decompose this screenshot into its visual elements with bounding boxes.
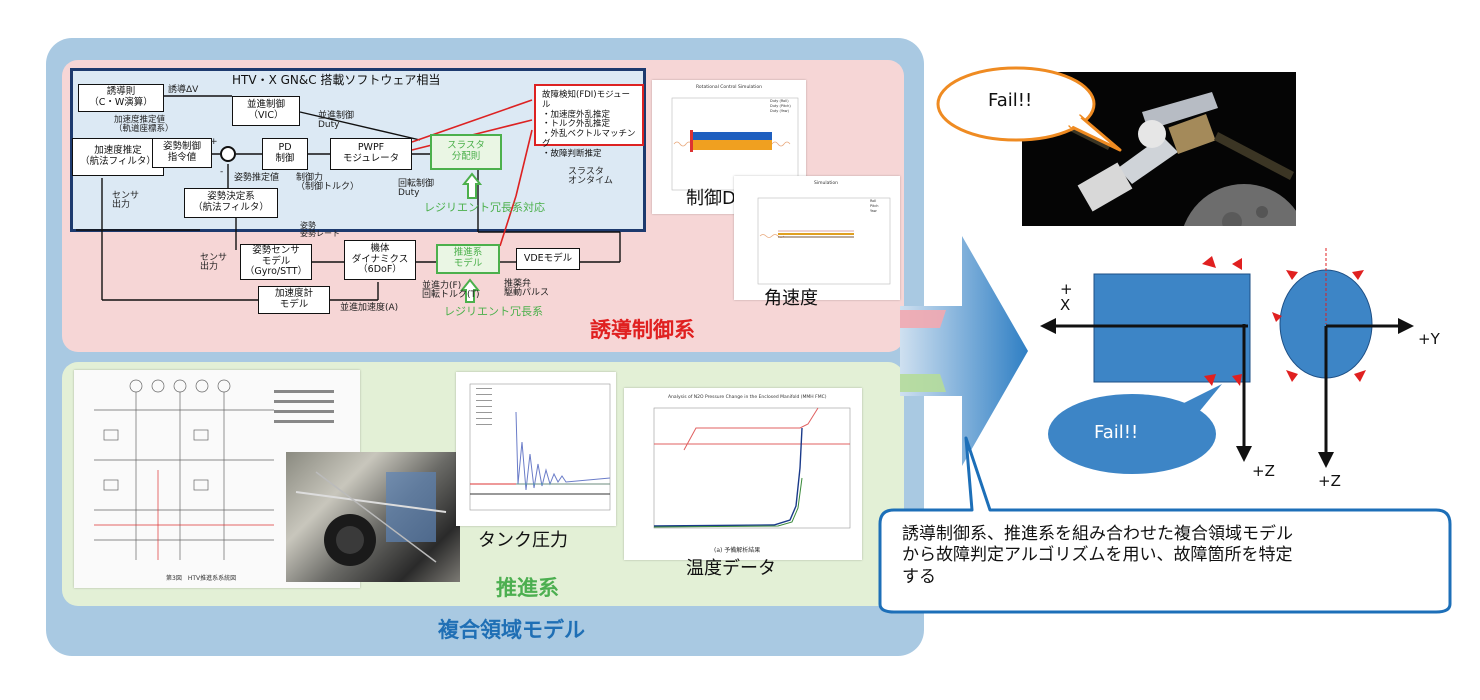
label-control-torque: 制御力 （制御トルク） [296,173,360,192]
label-sensor-output-2: センサ 出力 [200,253,228,272]
fdi-module-block: 故障検知(FDI)モジュール ・加速度外乱推定 ・トルク外乱推定 ・外乱ベクトル… [534,84,644,158]
label-plus: + [210,137,218,147]
label-thruster-ontime: スラスタ オンタイム [568,167,613,186]
thruster-allocation-block: スラスタ 分配則 [430,134,502,170]
duty-chart-legend-1: Duty (Pitch) [770,104,791,108]
rate-chart-title: Simulation [814,181,838,186]
duty-chart-legend-0: Duty (Roll) [770,99,789,103]
vde-model-block: VDEモデル [516,248,580,270]
pwpf-block: PWPF モジュレータ [330,138,412,170]
callout-text: 誘導制御系、推進系を組み合わせた複合領域モデル から故障判定アルゴリズムを用い、… [902,524,1293,587]
accel-estimation-block: 加速度推定 （航法フィルタ） [72,138,164,176]
duty-chart-legend-2: Duty (Yaw) [770,109,789,113]
dynamics-block: 機体 ダイナミクス （6DoF） [344,240,416,280]
label-valve-pulse: 推薬弁 駆動パルス [504,279,550,298]
rate-chart-caption: 角速度 [764,288,818,309]
summing-junction [220,146,236,162]
pd-control-block: PD 制御 [262,138,308,170]
fail-text-bottom: Fail!! [1094,422,1139,443]
velocity-control-block: 並進制御 （VIC） [232,96,300,126]
temperature-chart-title: Analysis of N2O Pressure Change in the E… [668,395,827,400]
guidance-block: 誘導則 （C・W演算） [78,84,164,112]
label-minus: - [220,167,224,177]
resilient-arrow-upper [462,172,482,199]
spacecraft-axes-diagram [1040,248,1414,468]
label-guidance-dv: 誘導ΔV [168,85,199,95]
propulsion-title: 推進系 [496,576,559,600]
rate-chart-legend-2: Yaw [870,209,877,213]
temperature-chart: Analysis of N2O Pressure Change in the E… [624,388,862,560]
rate-chart-legend-0: Roll [870,199,877,203]
attitude-sensor-block: 姿勢センサ モデル （Gyro/STT） [240,244,312,280]
resilient-arrow-lower [460,278,480,303]
tank-pressure-chart [456,372,616,526]
attitude-command-block: 姿勢制御 指令値 [152,138,212,168]
propulsion-model-block: 推進系 モデル [436,244,500,274]
fail-bubble-top [936,66,1122,152]
label-velocity-duty: 並進制御 Duty [318,111,355,130]
label-resilient-redundancy: レジリエント冗長系対応 [424,201,545,214]
axis-label-z-right: +Z [1318,472,1341,490]
axis-label-x: + X [1060,280,1073,314]
label-sensor-output-1: センサ 出力 [112,191,140,210]
label-accel-cmd: 加速度推定値 （軌道座標系） [114,115,174,134]
gnc-frame-title: HTV・X GN&C 搭載ソフトウェア相当 [232,73,441,87]
temperature-chart-subtitle: (a) 予備解析結果 [714,547,761,554]
temperature-caption: 温度データ [686,558,776,579]
propulsion-hardware-photo [286,452,460,582]
attitude-estimation-block: 姿勢決定系 （航法フィルタ） [184,188,278,218]
label-rotation-duty: 回転制御 Duty [398,179,435,198]
accelerometer-block: 加速度計 モデル [258,286,330,314]
duty-chart-title: Rotational Control Simulation [696,85,762,90]
fail-text-top: Fail!! [988,90,1033,111]
schematic-caption: 第3図 HTV推進系系統図 [166,575,237,582]
composite-model-title: 複合領域モデル [438,618,585,642]
label-resilient: レジリエント冗長系 [444,305,543,318]
callout-box-shape [878,436,1452,614]
duty-chart-thumbnail: Rotational Control Simulation Duty (Roll… [652,80,806,214]
axis-label-y: +Y [1418,330,1440,348]
rate-chart-thumbnail: Simulation Roll Pitch Yaw [734,176,900,300]
label-attitude-estimate: 姿勢推定値 [234,173,280,183]
control-system-title: 誘導制御系 [590,318,695,342]
merge-arrow [900,236,1028,466]
tank-pressure-caption: タンク圧力 [478,530,568,551]
label-translational-accel: 並進加速度(A) [340,303,399,313]
fail-bubble-bottom [1048,384,1222,474]
label-attitude-rate: 姿勢 姿勢レート [300,221,340,238]
axis-label-z-left: +Z [1252,462,1275,480]
label-force-torque: 並進力(F) 回転トルク(T) [422,281,480,300]
block-diagram-connectors [76,95,621,301]
rate-chart-legend-1: Pitch [870,204,879,208]
